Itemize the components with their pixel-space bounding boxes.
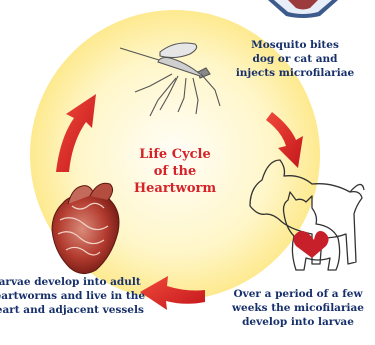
heart-with-worms-icon (52, 183, 119, 273)
label-line: heartworms and live in the (0, 289, 150, 303)
stage-label-adult: Larvae develop into adult heartworms and… (0, 275, 150, 317)
label-line: dog or cat and (230, 52, 360, 66)
curved-arrow-icon (266, 112, 303, 168)
label-line: Mosquito bites (230, 38, 360, 52)
stage-label-larvae: Over a period of a few weeks the micofil… (228, 287, 368, 329)
label-line: injects microfilariae (230, 66, 360, 80)
mosquito-icon (120, 43, 220, 116)
title-line: Heartworm (125, 180, 225, 197)
label-line: heart and adjacent vessels (0, 303, 150, 317)
label-line: Over a period of a few (228, 287, 368, 301)
label-line: weeks the micofilariae (228, 301, 368, 315)
stage-label-mosquito: Mosquito bites dog or cat and injects mi… (230, 38, 360, 80)
title-line: of the (125, 163, 225, 180)
label-line: Larvae develop into adult (0, 275, 150, 289)
curved-arrow-icon (56, 94, 96, 172)
heart-icon (293, 231, 328, 258)
title-line: Life Cycle (125, 146, 225, 163)
label-line: develop into larvae (228, 315, 368, 329)
diagram-title: Life Cycle of the Heartworm (125, 146, 225, 197)
